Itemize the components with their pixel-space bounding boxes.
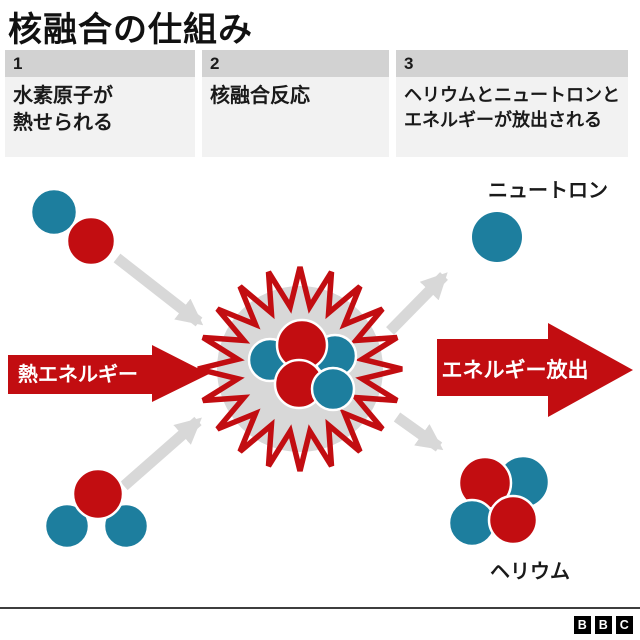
tritium-neutron-left	[43, 502, 91, 550]
arrow-core-to-neutron	[386, 272, 448, 335]
step-column-3: 3 ヘリウムとニュートロンと エネルギーが放出される	[396, 50, 628, 157]
tritium-proton	[71, 467, 125, 521]
neutron-particle	[472, 212, 522, 262]
step-number-3: 3	[396, 50, 628, 77]
starburst-outline	[197, 266, 403, 472]
energy-arrow-shape	[437, 323, 633, 417]
energy-arrow-label: エネルギー放出	[442, 358, 589, 382]
energy-arrow: エネルギー放出	[437, 323, 633, 417]
helium-proton-bottom	[487, 494, 539, 546]
nucleus-neutron-bottom	[310, 366, 356, 412]
bbc-logo: B B C	[573, 616, 633, 634]
tritium-neutron-right	[102, 502, 150, 550]
bbc-logo-block-1: B	[573, 616, 591, 634]
step-text-1: 水素原子が 熱せられる	[5, 77, 195, 157]
deuterium-cluster	[29, 187, 117, 267]
heat-arrow-shape	[8, 345, 209, 402]
footer-divider	[0, 607, 640, 609]
step-number-1: 1	[5, 50, 195, 77]
page-title: 核融合の仕組み	[8, 11, 253, 49]
arrow-deuterium-to-core	[113, 253, 204, 327]
arrow-core-to-helium	[393, 412, 444, 452]
deuterium-proton	[65, 215, 117, 267]
arrow-tritium-to-core	[120, 416, 202, 491]
step-column-2: 2 核融合反応	[202, 50, 389, 157]
step-column-1: 1 水素原子が 熱せられる	[5, 50, 195, 157]
bbc-logo-block-3: C	[615, 616, 633, 634]
neutron-label: ニュートロン	[488, 180, 608, 202]
heat-arrow: 熱エネルギー	[8, 345, 209, 402]
bbc-logo-block-2: B	[594, 616, 612, 634]
motion-arrows	[113, 253, 448, 491]
fusing-nucleus	[247, 318, 358, 412]
step-number-2: 2	[202, 50, 389, 77]
deuterium-neutron	[29, 187, 79, 237]
step-text-2: 核融合反応	[202, 77, 389, 157]
helium-label: ヘリウム	[490, 560, 570, 583]
fusion-starburst	[197, 266, 403, 472]
heat-arrow-label: 熱エネルギー	[18, 363, 138, 386]
step-text-3: ヘリウムとニュートロンと エネルギーが放出される	[396, 77, 628, 157]
tritium-cluster	[43, 467, 150, 550]
helium-cluster	[447, 454, 551, 548]
